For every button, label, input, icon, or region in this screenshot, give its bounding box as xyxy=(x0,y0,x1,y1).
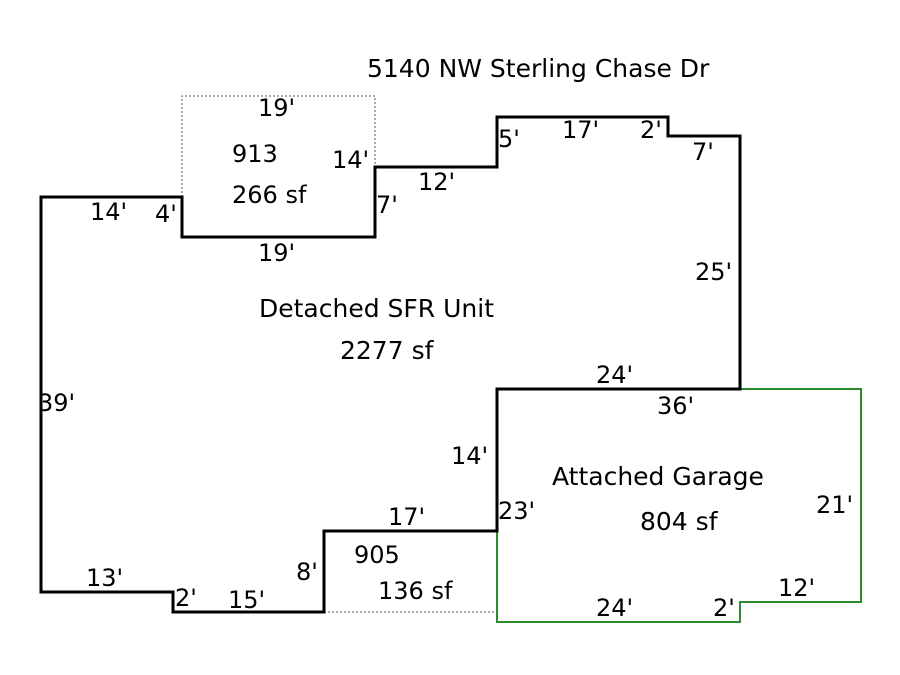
main-unit-name: Detached SFR Unit xyxy=(259,294,494,323)
main-unit-outline xyxy=(39,115,742,614)
dim-step-12: 12' xyxy=(418,168,456,196)
dim-step-5: 5' xyxy=(498,125,520,153)
dim-upper-top: 19' xyxy=(258,94,296,122)
main-unit-area: 2277 sf xyxy=(340,336,434,365)
dim-right-25: 25' xyxy=(695,258,733,286)
dim-garage-bottom: 24' xyxy=(596,594,634,622)
dim-bottom-2: 2' xyxy=(175,584,197,612)
dim-top-17: 17' xyxy=(562,116,600,144)
dim-upper-right: 14' xyxy=(332,146,370,174)
lower-addition-code: 905 xyxy=(354,541,400,569)
dim-step-7: 7' xyxy=(376,191,398,219)
dim-top-7: 7' xyxy=(692,138,714,166)
property-address-title: 5140 NW Sterling Chase Dr xyxy=(367,54,710,83)
upper-addition-code: 913 xyxy=(232,140,278,168)
dim-inner-14: 14' xyxy=(451,442,489,470)
lower-addition-area: 136 sf xyxy=(378,577,453,605)
dim-upper-left: 4' xyxy=(155,200,177,228)
dim-top-2: 2' xyxy=(640,116,662,144)
upper-addition-area: 266 sf xyxy=(232,181,307,209)
dim-garage-2: 2' xyxy=(713,594,735,622)
dim-inner-17: 17' xyxy=(388,503,426,531)
upper-addition-dotted-outline xyxy=(181,95,376,197)
dim-garage-top: 36' xyxy=(657,392,695,420)
garage-outline xyxy=(496,388,862,623)
dim-left-bottom: 13' xyxy=(86,564,124,592)
dim-upper-bottom: 19' xyxy=(258,239,296,267)
garage-name: Attached Garage xyxy=(552,462,764,491)
dim-garage-12: 12' xyxy=(778,574,816,602)
dim-left-side: 39' xyxy=(38,389,76,417)
dim-bottom-15: 15' xyxy=(228,586,266,614)
dim-garage-left: 23' xyxy=(498,497,536,525)
dim-inner-8: 8' xyxy=(296,558,318,586)
dim-garage-right: 21' xyxy=(816,491,854,519)
garage-area: 804 sf xyxy=(640,507,718,536)
dim-mid-24: 24' xyxy=(596,361,634,389)
dim-left-top: 14' xyxy=(90,198,128,226)
